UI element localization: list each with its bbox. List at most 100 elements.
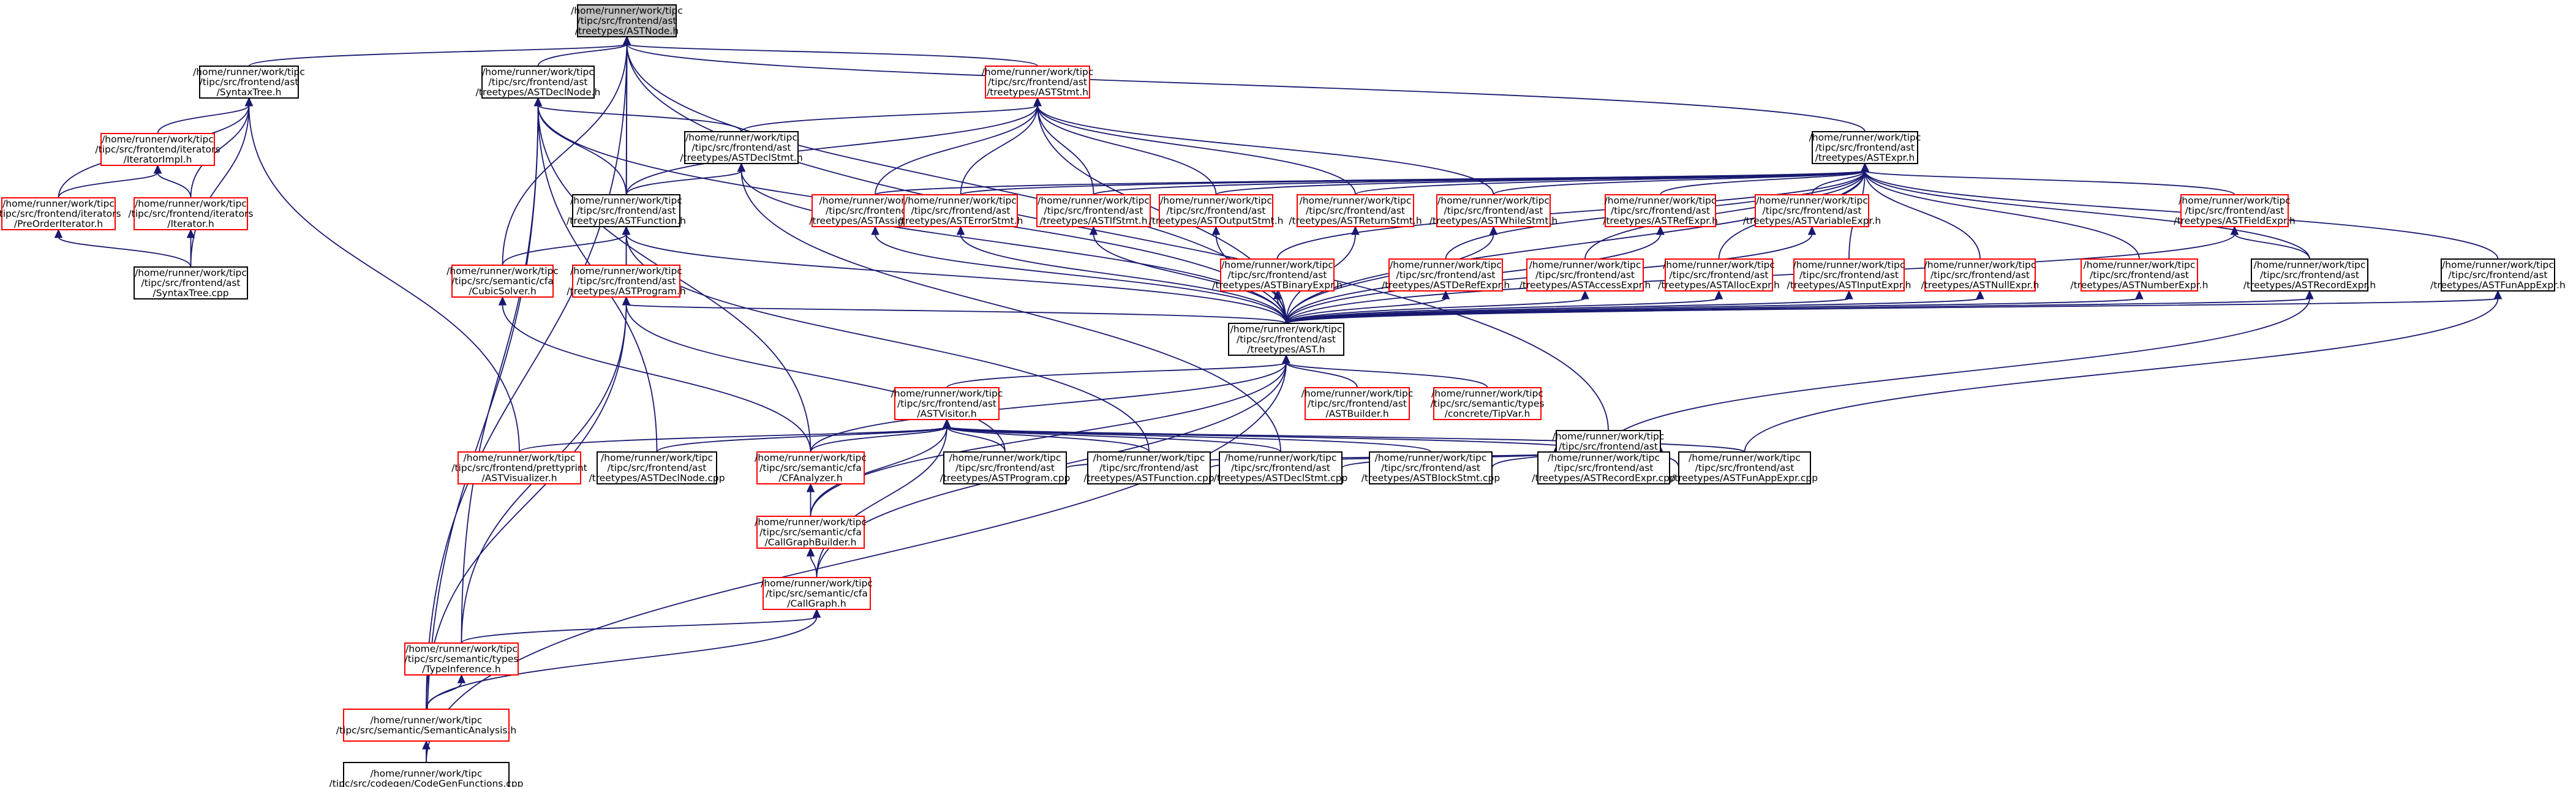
include-edge <box>248 36 631 67</box>
node-label-line: /treetypes/ASTFunction.h <box>567 216 686 227</box>
arrowhead <box>2135 290 2144 299</box>
node-iterator-h[interactable]: /home/runner/work/tipc/tipc/src/frontend… <box>128 197 254 230</box>
node-label-line: /tipc/src/semantic/cfa <box>759 462 862 473</box>
node-box <box>1220 258 1335 292</box>
include-edge <box>943 418 1006 453</box>
node-astblockstmt-cpp[interactable]: /home/runner/work/tipc/tipc/src/frontend… <box>1361 451 1500 484</box>
node-iteratorimpl[interactable]: /home/runner/work/tipc/tipc/src/frontend… <box>95 133 220 166</box>
node-astnode[interactable]: /home/runner/work/tipc/tipc/src/frontend… <box>571 4 683 37</box>
node-astexpr-h[interactable]: /home/runner/work/tipc/tipc/src/frontend… <box>1809 131 1921 164</box>
node-astfieldexpr[interactable]: /home/runner/work/tipc/tipc/src/frontend… <box>2174 194 2295 227</box>
arrowhead <box>2493 290 2503 299</box>
node-label-line: /home/runner/work/tipc <box>905 195 1017 206</box>
arrowhead <box>186 228 195 238</box>
node-astfunappexpr-cpp[interactable]: /home/runner/work/tipc/tipc/src/frontend… <box>1671 451 1818 484</box>
node-aststmt-h[interactable]: /home/runner/work/tipc/tipc/src/frontend… <box>982 66 1094 99</box>
node-astvisitor[interactable]: /home/runner/work/tipc/tipc/src/frontend… <box>891 387 1003 420</box>
node-label-line: /home/runner/work/tipc <box>135 198 247 209</box>
node-astreturnstmt[interactable]: /home/runner/work/tipc/tipc/src/frontend… <box>1289 194 1422 227</box>
node-astinputexpr[interactable]: /home/runner/work/tipc/tipc/src/frontend… <box>1787 258 1911 292</box>
node-callgraphbuilder[interactable]: /home/runner/work/tipc/tipc/src/semantic… <box>755 516 867 549</box>
arrowhead <box>457 674 466 683</box>
node-astoutputstmt[interactable]: /home/runner/work/tipc/tipc/src/frontend… <box>1149 194 1284 227</box>
node-cubicsolver[interactable]: /home/runner/work/tipc/tipc/src/semantic… <box>446 265 559 298</box>
node-astifstmt[interactable]: /home/runner/work/tipc/tipc/src/frontend… <box>1036 194 1151 227</box>
node-astvisualizer[interactable]: /home/runner/work/tipc/tipc/src/frontend… <box>451 451 587 484</box>
node-astdeclstmt-h[interactable]: /home/runner/work/tipc/tipc/src/frontend… <box>680 131 803 164</box>
node-astrecordexpr-cpp[interactable]: /home/runner/work/tipc/tipc/src/frontend… <box>1532 451 1676 484</box>
node-box <box>1537 451 1670 484</box>
node-box <box>2081 258 2198 292</box>
arrowhead <box>622 225 631 235</box>
node-box <box>100 133 215 166</box>
node-label-line: /tipc/src/frontend/ast <box>897 398 996 409</box>
node-box <box>2441 258 2555 292</box>
node-label-line: /IteratorImpl.h <box>124 154 192 165</box>
node-astdeclnode-h[interactable]: /home/runner/work/tipc/tipc/src/frontend… <box>476 66 601 99</box>
node-label-line: /treetypes/ASTAccessExpr.h <box>1520 280 1651 291</box>
include-edge <box>426 674 466 710</box>
node-astfunappexpr-h[interactable]: /home/runner/work/tipc/tipc/src/frontend… <box>2430 258 2566 292</box>
node-label-line: /tipc/src/frontend/ast <box>1396 269 1496 281</box>
node-callgraph[interactable]: /home/runner/work/tipc/tipc/src/semantic… <box>761 577 873 610</box>
node-astvariableexpr[interactable]: /home/runner/work/tipc/tipc/src/frontend… <box>1743 194 1881 227</box>
node-box <box>985 66 1090 99</box>
node-label-line: /treetypes/ASTErrorStmt.h <box>898 216 1023 227</box>
node-label-line: /treetypes/ASTStmt.h <box>987 87 1088 98</box>
node-label-line: /CallGraphBuilder.h <box>765 537 857 548</box>
node-astallocexpr[interactable]: /home/runner/work/tipc/tipc/src/frontend… <box>1658 258 1780 292</box>
node-label-line: /treetypes/ASTOutputStmt.h <box>1149 216 1284 227</box>
include-edge <box>871 225 1287 324</box>
node-label-line: /home/runner/work/tipc <box>2084 260 2196 271</box>
include-edge <box>533 97 742 132</box>
node-astprogram-cpp[interactable]: /home/runner/work/tipc/tipc/src/frontend… <box>940 451 1071 484</box>
node-astbuilder[interactable]: /home/runner/work/tipc/tipc/src/frontend… <box>1301 387 1414 420</box>
node-astdeclnode-cpp[interactable]: /home/runner/work/tipc/tipc/src/frontend… <box>589 451 725 484</box>
node-ast-h[interactable]: /home/runner/work/tipc/tipc/src/frontend… <box>1228 323 1344 356</box>
node-label-line: /home/runner/work/tipc <box>570 266 682 277</box>
node-astdeclstmt-cpp[interactable]: /home/runner/work/tipc/tipc/src/frontend… <box>1214 451 1348 484</box>
node-cfanalyzer[interactable]: /home/runner/work/tipc/tipc/src/semantic… <box>755 451 867 484</box>
node-asterrorstmt[interactable]: /home/runner/work/tipc/tipc/src/frontend… <box>898 194 1023 227</box>
node-astfunction-cpp[interactable]: /home/runner/work/tipc/tipc/src/frontend… <box>1083 451 1215 484</box>
node-preorder[interactable]: /home/runner/work/tipc/tipc/src/frontend… <box>0 197 121 230</box>
node-label-line: /home/runner/work/tipc <box>1756 195 1868 206</box>
node-label-line: /home/runner/work/tipc <box>2 198 115 209</box>
node-box <box>1605 194 1716 227</box>
node-astbinaryexpr[interactable]: /home/runner/work/tipc/tipc/src/frontend… <box>1212 258 1343 292</box>
node-astnumberexpr[interactable]: /home/runner/work/tipc/tipc/src/frontend… <box>2070 258 2209 292</box>
node-astrefexpr[interactable]: /home/runner/work/tipc/tipc/src/frontend… <box>1603 194 1718 227</box>
node-label-line: /ASTVisualizer.h <box>481 473 557 484</box>
node-label-line: /treetypes/ASTDeclNode.h <box>476 87 601 98</box>
node-semanticanalysis[interactable]: /home/runner/work/tipc/tipc/src/semantic… <box>336 709 517 742</box>
node-label-line: /tipc/src/frontend/ast <box>577 205 676 216</box>
node-box <box>1036 194 1151 227</box>
node-label-line: /tipc/src/frontend/ast <box>955 462 1055 473</box>
node-astderefexpr[interactable]: /home/runner/work/tipc/tipc/src/frontend… <box>1382 258 1510 292</box>
node-label-line: /tipc/src/frontend/ast <box>1444 205 1543 216</box>
node-typeinference[interactable]: /home/runner/work/tipc/tipc/src/semantic… <box>404 642 519 676</box>
node-label-line: /SyntaxTree.h <box>217 87 282 98</box>
node-astaccessexpr[interactable]: /home/runner/work/tipc/tipc/src/frontend… <box>1520 258 1651 292</box>
node-astprogram-h[interactable]: /home/runner/work/tipc/tipc/src/frontend… <box>567 265 686 298</box>
node-syntaxtree-h[interactable]: /home/runner/work/tipc/tipc/src/frontend… <box>193 66 305 99</box>
node-astfunction-h[interactable]: /home/runner/work/tipc/tipc/src/frontend… <box>567 194 686 227</box>
node-box <box>1388 258 1503 292</box>
include-edge <box>157 97 254 134</box>
node-codegenfunctions[interactable]: /home/runner/work/tipc/tipc/src/codegen/… <box>329 762 524 787</box>
include-edge <box>190 97 254 268</box>
node-astrecordexpr-h[interactable]: /home/runner/work/tipc/tipc/src/frontend… <box>2243 258 2376 292</box>
node-label-line: /home/runner/work/tipc <box>982 67 1094 78</box>
node-label-line: /home/runner/work/tipc <box>102 134 214 145</box>
arrowhead <box>1211 225 1221 235</box>
node-label-line: /treetypes/AST.h <box>1247 344 1325 355</box>
node-label-line: /tipc/src/frontend/ast <box>489 77 588 88</box>
node-astwhilestmt[interactable]: /home/runner/work/tipc/tipc/src/frontend… <box>1429 194 1557 227</box>
node-syntaxtree-cpp[interactable]: /home/runner/work/tipc/tipc/src/frontend… <box>134 266 248 299</box>
node-label-line: /tipc/src/frontend/ast <box>1099 462 1199 473</box>
node-box <box>572 265 680 298</box>
node-label-line: /treetypes/ASTDeclNode.cpp <box>589 473 725 484</box>
node-astnullexpr[interactable]: /home/runner/work/tipc/tipc/src/frontend… <box>1921 258 2039 292</box>
node-tipvar[interactable]: /home/runner/work/tipc/tipc/src/semantic… <box>1431 387 1545 420</box>
